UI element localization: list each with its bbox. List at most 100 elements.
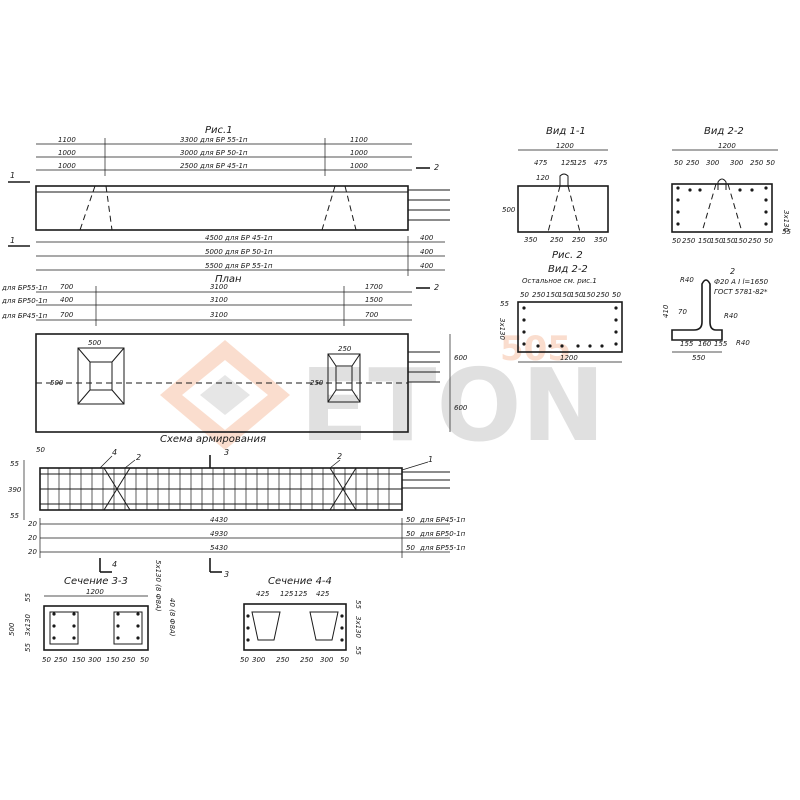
section-4-4: Сечение 4-4 425 125 125 425 55 3x130 55 … xyxy=(240,576,362,664)
view11-small: 120 xyxy=(536,174,550,182)
fig1-mid-dim-3: 2500 для БР 45-1п xyxy=(180,162,248,170)
view22-row-4: 300 xyxy=(730,159,744,167)
sec44-top1: 425 xyxy=(256,590,270,598)
view11-bottom-2: 250 xyxy=(550,236,564,244)
sec33-title: Сечение 3-3 xyxy=(64,576,128,587)
fig1-left-dim-2: 1000 xyxy=(58,149,76,157)
detail2-spec1: Ф20 A I l=1650 xyxy=(714,278,769,286)
fig2-row-7: 250 xyxy=(596,291,610,299)
scheme-title: Схема армирования xyxy=(160,434,266,445)
reinforcement-scheme: Схема армирования 50 55 390 55 4 2 3 2 1 xyxy=(8,434,466,579)
detail2-b3: 155 xyxy=(714,340,728,348)
detail2-r2: R40 xyxy=(724,312,738,320)
view22-height: 3x130 xyxy=(782,210,790,233)
fig2-row-5: 150 xyxy=(570,291,584,299)
plan-r2-2: 3100 xyxy=(210,296,228,304)
view11-bottom-1: 350 xyxy=(524,236,538,244)
sec44-b2: 300 xyxy=(252,656,266,664)
scheme-callout-4: 4 xyxy=(112,448,117,457)
view22-rebar-dots xyxy=(676,186,768,226)
scheme-left-end-1: 20 xyxy=(28,520,37,528)
view22-row-2: 250 xyxy=(686,159,700,167)
sec44-top2: 125 xyxy=(280,590,294,598)
plan-r3-2: 3100 xyxy=(210,311,228,319)
fig1-mid-dim-1: 3300 для БР 55-1п xyxy=(180,136,248,144)
plan-label-2: для БР50-1п xyxy=(1,297,48,305)
sec33-b7: 50 xyxy=(140,656,149,664)
scheme-top-dim: 50 xyxy=(36,446,45,454)
fig1-left-dim-1: 1100 xyxy=(58,136,76,144)
fig1-bottom-dim-1: 4500 для БР 45-1п xyxy=(205,234,273,242)
scheme-callout-4b: 4 xyxy=(112,560,117,569)
detail2-b2: 160 xyxy=(698,340,712,348)
fig1-section-2a: 2 xyxy=(434,163,439,172)
sec33-b3: 150 xyxy=(72,656,86,664)
sec44-b3: 250 xyxy=(276,656,290,664)
scheme-left-2: 390 xyxy=(8,486,22,494)
scheme-type-1: для БР45-1п xyxy=(419,516,466,524)
plan-r1-3: 1700 xyxy=(365,283,383,291)
sec33-body xyxy=(43,605,149,651)
fig1-bottom-right-1: 400 xyxy=(420,234,434,242)
watermark-logo-icon xyxy=(160,340,290,450)
plan-label-1: для БР55-1п xyxy=(1,284,48,292)
fig1-section-1a: 1 xyxy=(10,171,15,180)
sec33-left3: 55 xyxy=(24,643,32,652)
fig1-title: Рис.1 xyxy=(205,125,233,136)
detail2-h: 410 xyxy=(662,304,670,318)
view22-b-7: 250 xyxy=(748,237,762,245)
fig2-row-2: 250 xyxy=(532,291,546,299)
sec44-top3: 125 xyxy=(294,590,308,598)
view11-body xyxy=(517,185,609,233)
plan-dim-2: 500 xyxy=(50,379,64,387)
scheme-right-end-2: 50 xyxy=(406,530,415,538)
view11-top-1: 475 xyxy=(534,159,548,167)
view22-title: Вид 2-2 xyxy=(704,126,744,137)
scheme-stirrups xyxy=(47,468,390,510)
fig2: Рис. 2 Вид 2-2 Остальное см. рис.1 50 25… xyxy=(498,250,623,363)
scheme-length-2: 4930 xyxy=(210,530,228,538)
plan-dim-4: 250 xyxy=(310,379,324,387)
fig2-title: Рис. 2 xyxy=(552,250,583,261)
view-2-2: Вид 2-2 1200 50 250 300 300 250 50 3x130… xyxy=(671,126,791,245)
scheme-type-3: для БР55-1п xyxy=(419,544,466,552)
fig1-section-1b: 1 xyxy=(10,236,15,245)
sec44-r1: 55 xyxy=(354,600,362,609)
sec44-b5: 300 xyxy=(320,656,334,664)
fig1-right-dim-3: 1000 xyxy=(350,162,368,170)
plan-dim-5: 600 xyxy=(454,354,468,362)
watermark-small: 505 xyxy=(500,329,571,369)
view11-height: 500 xyxy=(502,206,516,214)
view22-b-1: 50 xyxy=(672,237,681,245)
fig2-height: 3x130 xyxy=(498,318,506,341)
fig2-row-8: 50 xyxy=(612,291,621,299)
fig2-row-4: 150 xyxy=(558,291,572,299)
plan-r2-1: 400 xyxy=(60,296,74,304)
plan-dim-3: 250 xyxy=(338,345,352,353)
view22-b-8: 50 xyxy=(764,237,773,245)
sec33-b6: 250 xyxy=(122,656,136,664)
view22-b-6: 150 xyxy=(734,237,748,245)
fig1-bottom-right-2: 400 xyxy=(420,248,434,256)
view22-b-2: 250 xyxy=(682,237,696,245)
detail2-r3: R40 xyxy=(736,339,750,347)
plan-r3-3: 700 xyxy=(365,311,379,319)
plan-view: для БР55-1п для БР50-1п для БР45-1п 700 … xyxy=(1,283,468,433)
view22-b-3: 150 xyxy=(698,237,712,245)
plan-dim-6: 600 xyxy=(454,404,468,412)
fig1-beam xyxy=(35,185,409,231)
detail2-s: 70 xyxy=(678,308,687,316)
fig1-left-dim-3: 1000 xyxy=(58,162,76,170)
fig2-row-1: 50 xyxy=(520,291,529,299)
scheme-callout-2b: 2 xyxy=(337,452,342,461)
view11-top-2: 125 xyxy=(561,159,575,167)
sec33-left1: 55 xyxy=(24,593,32,602)
fig1-elevation: Рис.1 1100 1000 1000 3300 для БР 55-1п 3… xyxy=(8,125,450,292)
sec44-b6: 50 xyxy=(340,656,349,664)
sec44-r3: 55 xyxy=(354,646,362,655)
sec44-r2: 3x130 xyxy=(354,616,362,639)
fig2-row-6: 150 xyxy=(582,291,596,299)
scheme-left-1: 55 xyxy=(10,460,19,468)
sec33-left2: 3x130 xyxy=(24,613,32,636)
